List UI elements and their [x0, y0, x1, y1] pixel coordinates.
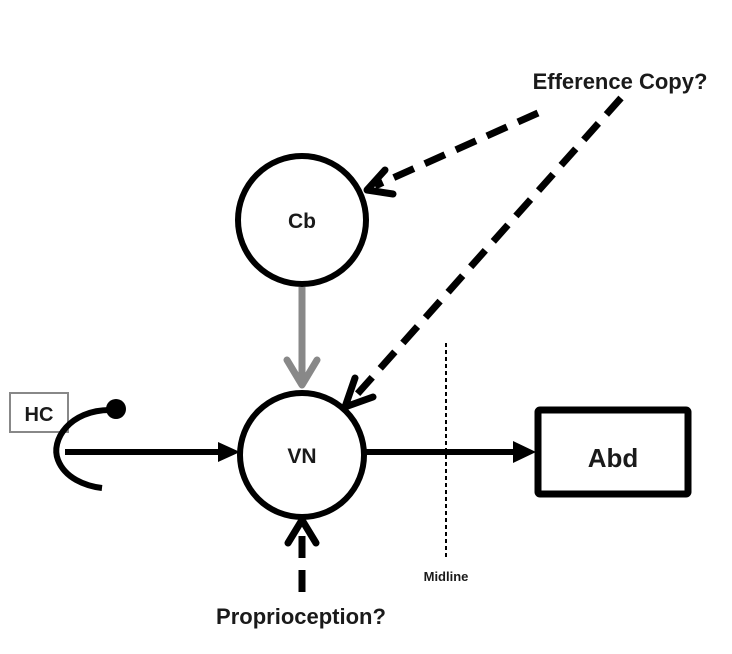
arrowhead-icon — [218, 442, 240, 462]
node-hair-cell: HC — [9, 392, 69, 433]
edge-hc-to-vn — [65, 442, 240, 462]
node-abducens: Abd — [534, 406, 692, 498]
edge-cb-to-vn — [283, 287, 321, 389]
edge-proprioception-to-vn — [284, 516, 320, 592]
cerebellum-label: Cb — [288, 210, 316, 233]
node-vestibular-nuclei: VN — [237, 390, 367, 520]
hair-cell-icon — [53, 399, 126, 491]
node-cerebellum: Cb — [235, 153, 369, 287]
vestibular-nuclei-label: VN — [287, 445, 316, 468]
arrowhead-icon — [284, 516, 320, 547]
edge-efference-to-vn — [341, 95, 624, 411]
edge-efference-to-cb — [363, 109, 540, 198]
hair-cell-label: HC — [25, 404, 54, 426]
arrowhead-icon — [363, 166, 397, 198]
midline-label: Midline — [424, 569, 469, 584]
midline: Midline — [424, 343, 469, 584]
arrowhead-icon — [513, 441, 536, 463]
efference-copy-label: Efference Copy? — [533, 69, 708, 94]
arrowhead-icon — [283, 356, 321, 389]
proprioception-label: Proprioception? — [216, 604, 386, 629]
abducens-label: Abd — [588, 443, 639, 473]
edge-vn-to-abd — [366, 441, 536, 463]
